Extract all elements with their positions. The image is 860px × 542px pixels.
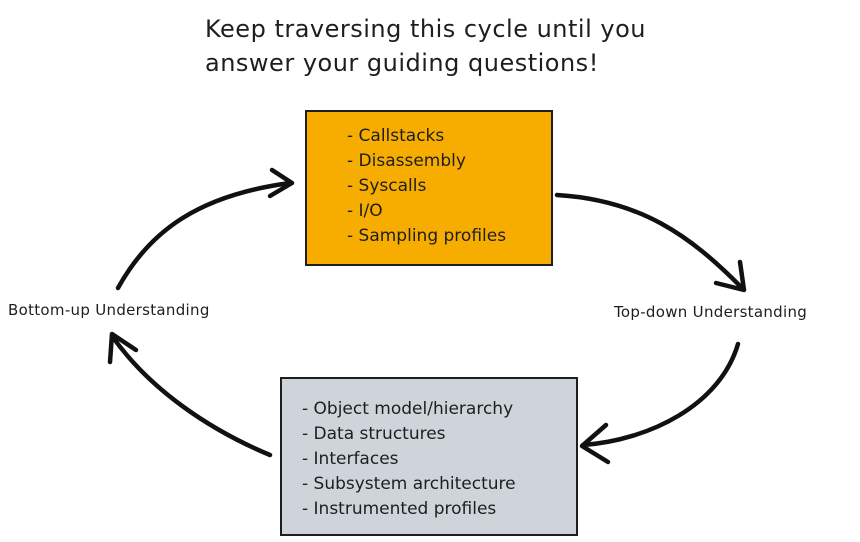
arrow-top-to-right: [554, 192, 745, 291]
bottom-box-item: - Object model/hierarchy: [302, 399, 514, 419]
bottom-up-label: Bottom-up Understanding: [8, 301, 210, 319]
arrowhead-bottom-to-left: [107, 331, 139, 365]
title-line-1: Keep traversing this cycle until you: [205, 15, 646, 43]
bottom-box-item: - Subsystem architecture: [302, 474, 516, 494]
arrow-right-to-bottom: [580, 341, 741, 448]
top-box-item: - Disassembly: [347, 151, 466, 171]
bottom-box-item: - Data structures: [302, 424, 446, 444]
bottom-box-list: - Object model/hierarchy - Data structur…: [302, 397, 516, 522]
top-box-item: - I/O: [347, 201, 383, 221]
arrowhead-top-to-right: [713, 259, 747, 293]
arrowhead-right-to-bottom: [579, 422, 611, 465]
top-down-label: Top-down Understanding: [614, 303, 808, 321]
top-box: - Callstacks - Disassembly - Syscalls - …: [305, 110, 553, 266]
arrow-bottom-to-left: [109, 333, 273, 458]
top-box-list: - Callstacks - Disassembly - Syscalls - …: [347, 124, 506, 249]
top-box-item: - Callstacks: [347, 126, 445, 146]
bottom-box-item: - Interfaces: [302, 449, 399, 469]
title-line-2: answer your guiding questions!: [205, 49, 599, 77]
bottom-box: - Object model/hierarchy - Data structur…: [280, 377, 578, 536]
arrow-left-to-top: [115, 180, 293, 291]
arrowhead-left-to-top: [267, 167, 295, 199]
top-box-item: - Sampling profiles: [347, 226, 507, 246]
top-box-item: - Syscalls: [347, 176, 427, 196]
diagram-title: Keep traversing this cycle until you ans…: [205, 12, 765, 80]
bottom-box-item: - Instrumented profiles: [302, 499, 497, 519]
